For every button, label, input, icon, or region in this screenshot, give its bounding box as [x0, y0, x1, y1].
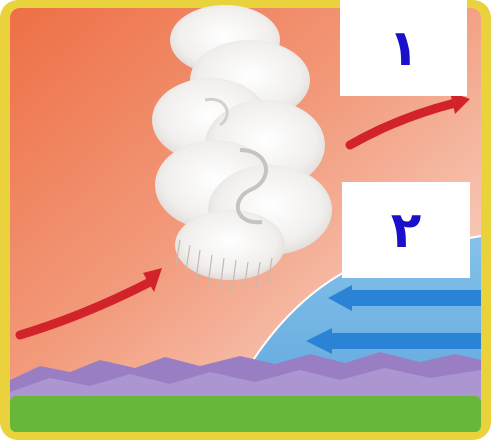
green-ground [10, 396, 481, 432]
label-box-2: ٢ [342, 182, 470, 278]
label-2-text: ٢ [391, 205, 422, 255]
label-1-text: ١ [388, 23, 419, 73]
label-box-1: ١ [340, 0, 467, 96]
